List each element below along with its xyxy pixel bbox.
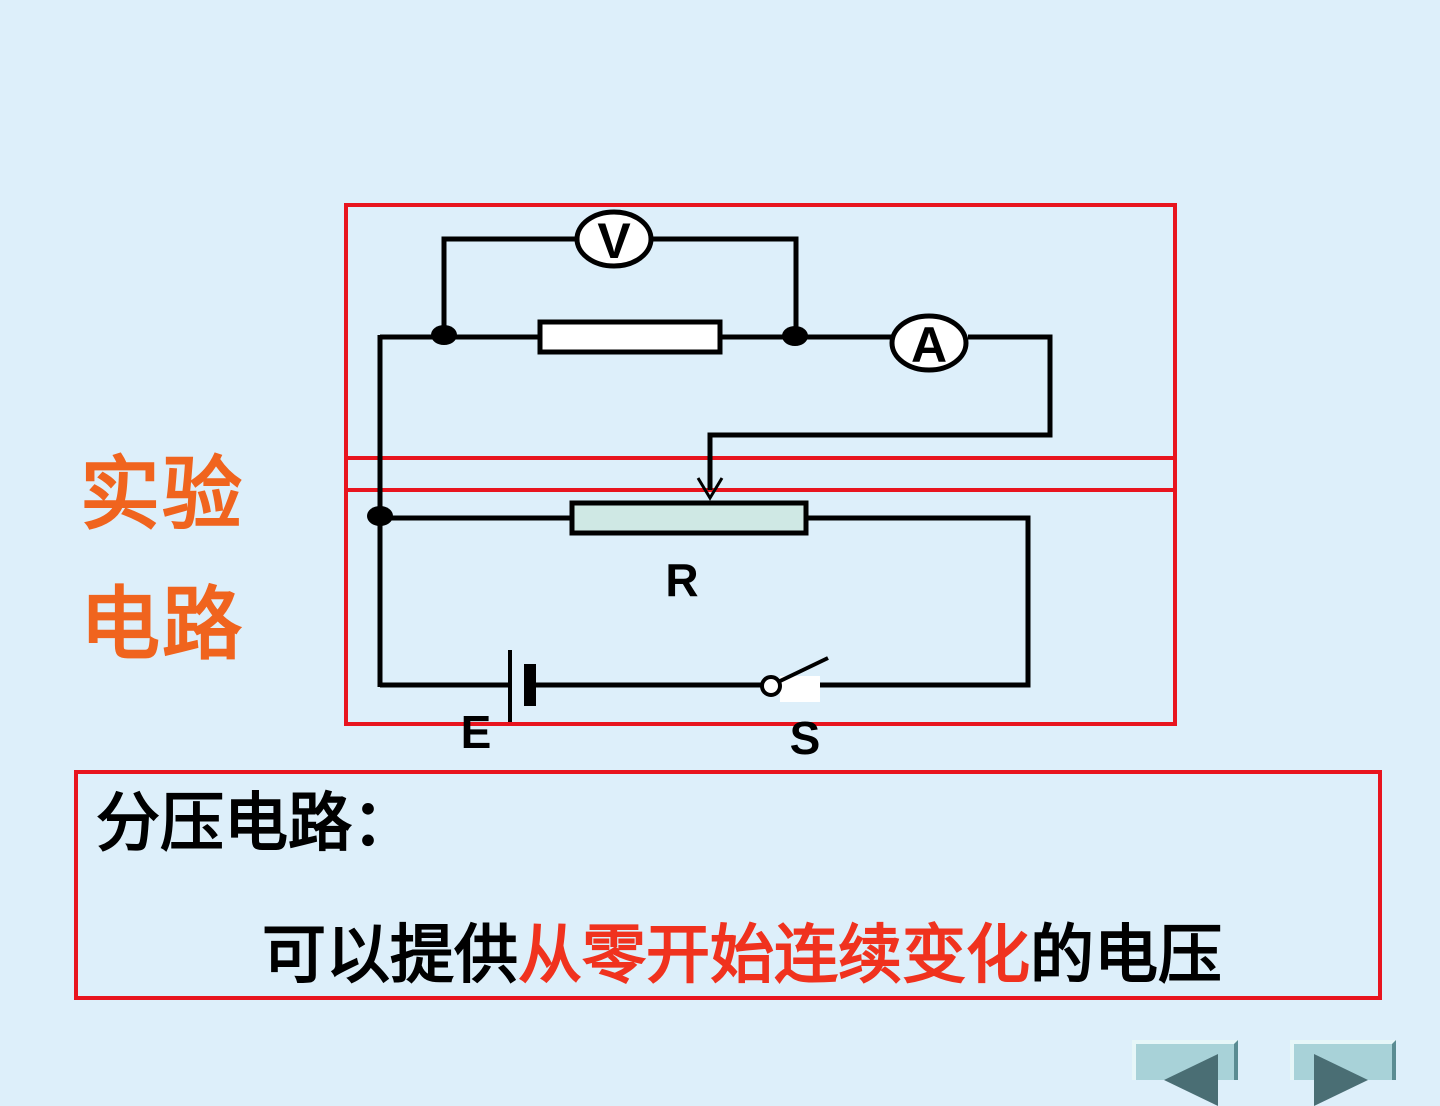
junction-dot xyxy=(431,325,457,345)
voltmeter-label: V xyxy=(597,213,631,269)
divider-section-box xyxy=(344,456,1177,726)
battery-label: E xyxy=(461,706,492,758)
triangle-left-icon xyxy=(1164,1054,1218,1106)
switch-lever xyxy=(777,656,829,684)
side-title-line1: 实验 xyxy=(80,448,244,541)
note-suffix: 的电压 xyxy=(1030,919,1222,993)
measurement-section-box xyxy=(344,203,1177,492)
rheostat-label: R xyxy=(665,554,698,606)
side-title-line2: 电路 xyxy=(80,578,244,671)
junction-dot xyxy=(367,506,393,526)
rheostat-symbol xyxy=(569,500,809,536)
switch-gap xyxy=(780,676,820,702)
note-highlight: 从零开始连续变化 xyxy=(518,919,1030,993)
wires xyxy=(377,236,1053,688)
note-heading: 分压电路： xyxy=(96,787,416,861)
voltmeter-symbol xyxy=(574,209,654,269)
switch-label: S xyxy=(790,712,821,764)
next-slide-button[interactable] xyxy=(1290,1040,1396,1106)
circuit-diagram: V A R E S xyxy=(344,203,1177,764)
ammeter-label: A xyxy=(911,317,947,373)
previous-slide-button[interactable] xyxy=(1132,1040,1238,1106)
note-prefix: 可以提供 xyxy=(262,919,518,993)
switch-pivot xyxy=(760,675,782,697)
junction-dot xyxy=(782,326,808,346)
resistor-symbol xyxy=(537,319,723,355)
ammeter-symbol xyxy=(889,313,969,373)
note-line: 可以提供从零开始连续变化的电压 xyxy=(262,924,1222,988)
slide: 实验 电路 V A xyxy=(74,203,1396,1106)
slider-arrow-icon xyxy=(696,477,724,501)
note-box: 分压电路： 可以提供从零开始连续变化的电压 xyxy=(74,770,1382,1000)
triangle-right-icon xyxy=(1314,1054,1368,1106)
